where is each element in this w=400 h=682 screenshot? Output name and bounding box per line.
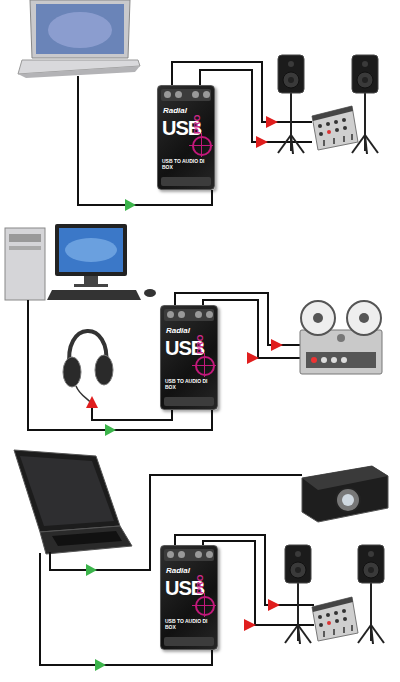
- tape-recorder: [300, 301, 382, 374]
- di-box: RadialUSBPROUSB TO AUDIO DI BOX: [160, 545, 218, 650]
- arrow-red: [256, 136, 268, 148]
- model-suffix: PRO: [195, 574, 205, 594]
- arrow-green: [125, 199, 136, 211]
- jack: [195, 311, 202, 318]
- jack-panel: [161, 177, 211, 186]
- brand-name: Radial: [163, 106, 187, 115]
- model-suffix: PRO: [195, 334, 205, 354]
- mixer: [312, 597, 358, 641]
- jack: [192, 91, 199, 98]
- pa-speaker: [278, 55, 304, 154]
- jack: [175, 91, 182, 98]
- jack: [206, 551, 213, 558]
- pa-speaker: [358, 545, 384, 644]
- product-subtitle: USB TO AUDIO DI BOX: [162, 158, 212, 170]
- jack: [167, 311, 174, 318]
- arrow-red: [266, 116, 278, 128]
- arrow-red: [86, 396, 98, 408]
- jack-panel: [164, 397, 214, 406]
- model-suffix: PRO: [192, 114, 202, 134]
- headphones: [63, 331, 113, 404]
- jack: [206, 311, 213, 318]
- jack: [164, 91, 171, 98]
- wire: [78, 62, 312, 205]
- brand-name: Radial: [166, 566, 190, 575]
- jack: [203, 91, 210, 98]
- arrow-red: [271, 339, 283, 351]
- arrow-red: [268, 599, 280, 611]
- jack-panel: [164, 637, 214, 646]
- brand-name: Radial: [166, 326, 190, 335]
- di-box: RadialUSBPROUSB TO AUDIO DI BOX: [160, 305, 218, 410]
- mixer: [312, 106, 358, 150]
- wire: [40, 475, 314, 665]
- arrow-green: [95, 659, 106, 671]
- laptop-silver: [18, 0, 140, 78]
- pa-speaker: [285, 545, 311, 644]
- jack: [178, 551, 185, 558]
- arrow-red: [244, 619, 256, 631]
- projector: [302, 466, 388, 522]
- product-subtitle: USB TO AUDIO DI BOX: [165, 378, 215, 390]
- jack: [195, 551, 202, 558]
- arrow-red: [247, 352, 259, 364]
- jack: [178, 311, 185, 318]
- jack: [167, 551, 174, 558]
- wire: [28, 293, 302, 430]
- desktop-computer: [5, 224, 156, 300]
- arrow-green: [86, 564, 97, 576]
- di-box: RadialUSBPROUSB TO AUDIO DI BOX: [157, 85, 215, 190]
- product-subtitle: USB TO AUDIO DI BOX: [165, 618, 215, 630]
- laptop-black: [14, 450, 132, 554]
- arrow-green: [105, 424, 116, 436]
